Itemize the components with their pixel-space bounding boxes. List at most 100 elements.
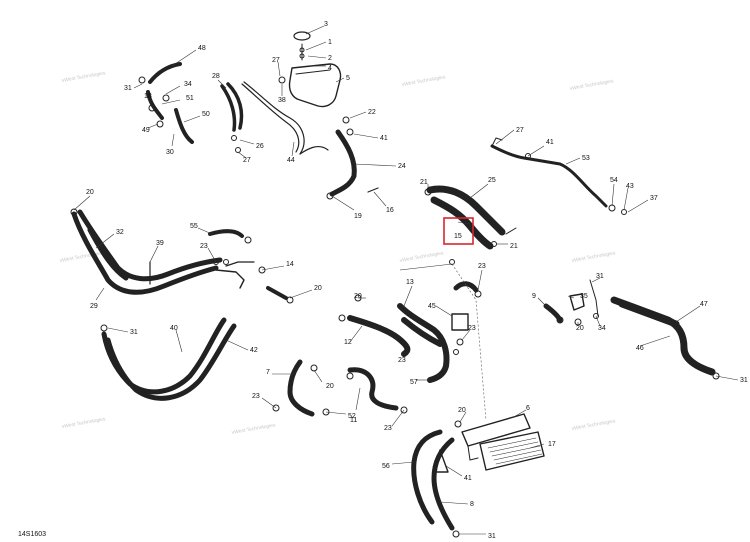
callout-21[interactable]: 21 — [510, 243, 518, 250]
callout-57[interactable]: 57 — [410, 379, 418, 386]
callout-31[interactable]: 31 — [488, 533, 496, 540]
callout-20[interactable]: 20 — [458, 407, 466, 414]
watermark: vWest Technologies — [571, 418, 616, 432]
hose-55-14 — [208, 229, 294, 304]
callout-39[interactable]: 39 — [156, 240, 164, 247]
callout-5[interactable]: 5 — [346, 75, 350, 82]
watermark: vWest Technologies — [61, 416, 106, 430]
callout-30[interactable]: 30 — [166, 149, 174, 156]
callout-52[interactable]: 52 — [348, 413, 356, 420]
callout-2[interactable]: 2 — [328, 55, 332, 62]
callout-20[interactable]: 20 — [354, 293, 362, 300]
hose-32-39-29 — [70, 208, 223, 295]
callout-23[interactable]: 23 — [478, 263, 486, 270]
callout-9[interactable]: 9 — [532, 293, 536, 300]
leader-lines — [73, 25, 739, 535]
callout-1[interactable]: 1 — [328, 39, 332, 46]
callout-37[interactable]: 37 — [650, 195, 658, 202]
heater-core-17 — [479, 431, 545, 471]
callout-55[interactable]: 55 — [190, 223, 198, 230]
callout-35[interactable]: 35 — [580, 293, 588, 300]
callout-3[interactable]: 3 — [324, 21, 328, 28]
callout-54[interactable]: 54 — [610, 177, 618, 184]
callout-4[interactable]: 4 — [328, 65, 332, 72]
callout-15[interactable]: 15 — [454, 233, 462, 240]
drawing-code: 14S1603 — [18, 531, 46, 538]
hose-13-12-57 — [338, 259, 482, 383]
callout-31[interactable]: 31 — [124, 85, 132, 92]
hose-56-8 — [411, 420, 462, 538]
callout-21[interactable]: 21 — [420, 179, 428, 186]
callout-34[interactable]: 34 — [184, 81, 192, 88]
housing-6 — [461, 413, 531, 461]
callout-51[interactable]: 51 — [186, 95, 194, 102]
highlight-box-15[interactable] — [443, 217, 474, 245]
callout-22[interactable]: 22 — [368, 109, 376, 116]
callout-50[interactable]: 50 — [202, 111, 210, 118]
callout-32[interactable]: 32 — [116, 229, 124, 236]
watermark: vWest Technologies — [571, 250, 616, 264]
hose-48-assembly — [138, 62, 194, 144]
callout-27[interactable]: 27 — [272, 57, 280, 64]
watermark: vWest Technologies — [569, 78, 614, 92]
callout-42[interactable]: 42 — [250, 347, 258, 354]
watermarks: vWest Technologies vWest Technologies vW… — [59, 70, 616, 436]
watermark: vWest Technologies — [399, 250, 444, 264]
callout-23[interactable]: 23 — [200, 243, 208, 250]
callout-20[interactable]: 20 — [86, 189, 94, 196]
callout-20[interactable]: 20 — [326, 383, 334, 390]
callout-56[interactable]: 56 — [382, 463, 390, 470]
callout-18[interactable]: 18 — [144, 93, 152, 100]
callout-44[interactable]: 44 — [287, 157, 295, 164]
hose-47-46 — [610, 296, 720, 380]
callout-27[interactable]: 27 — [243, 157, 251, 164]
callout-8[interactable]: 8 — [470, 501, 474, 508]
callout-23[interactable]: 23 — [468, 325, 476, 332]
callout-38[interactable]: 38 — [278, 97, 286, 104]
callout-12[interactable]: 12 — [344, 339, 352, 346]
callout-41[interactable]: 41 — [380, 135, 388, 142]
callout-23[interactable]: 23 — [398, 357, 406, 364]
callout-53[interactable]: 53 — [582, 155, 590, 162]
callout-43[interactable]: 43 — [626, 183, 634, 190]
line-44 — [241, 81, 329, 155]
hose-7-52 — [272, 359, 330, 417]
callout-13[interactable]: 13 — [406, 279, 414, 286]
callout-24[interactable]: 24 — [398, 163, 406, 170]
callout-31[interactable]: 31 — [596, 273, 604, 280]
callout-20[interactable]: 20 — [314, 285, 322, 292]
reservoir-tank — [278, 31, 342, 108]
callout-49[interactable]: 49 — [142, 127, 150, 134]
callout-19[interactable]: 19 — [354, 213, 362, 220]
callout-46[interactable]: 46 — [636, 345, 644, 352]
callout-31[interactable]: 31 — [130, 329, 138, 336]
callout-41[interactable]: 41 — [464, 475, 472, 482]
callout-23[interactable]: 23 — [384, 425, 392, 432]
callout-45[interactable]: 45 — [428, 303, 436, 310]
callout-17[interactable]: 17 — [548, 441, 556, 448]
callout-6[interactable]: 6 — [526, 405, 530, 412]
callout-20[interactable]: 20 — [576, 325, 584, 332]
callout-14[interactable]: 14 — [286, 261, 294, 268]
callout-40[interactable]: 40 — [170, 325, 178, 332]
watermark: vWest Technologies — [231, 422, 276, 436]
callout-48[interactable]: 48 — [198, 45, 206, 52]
callout-11[interactable]: 11 — [350, 417, 357, 424]
hose-28-26 — [220, 82, 244, 153]
callout-25[interactable]: 25 — [488, 177, 496, 184]
callout-34[interactable]: 34 — [598, 325, 606, 332]
callout-23[interactable]: 23 — [252, 393, 260, 400]
callout-16[interactable]: 16 — [386, 207, 394, 214]
callout-31[interactable]: 31 — [740, 377, 748, 384]
callout-29[interactable]: 29 — [90, 303, 98, 310]
callout-28[interactable]: 28 — [212, 73, 220, 80]
callout-27[interactable]: 27 — [516, 127, 524, 134]
callout-26[interactable]: 26 — [256, 143, 264, 150]
callout-41[interactable]: 41 — [546, 139, 554, 146]
hose-11 — [346, 367, 408, 414]
hose-25 — [424, 185, 506, 236]
line-53 — [490, 137, 627, 215]
callout-7[interactable]: 7 — [266, 369, 270, 376]
callout-47[interactable]: 47 — [700, 301, 708, 308]
